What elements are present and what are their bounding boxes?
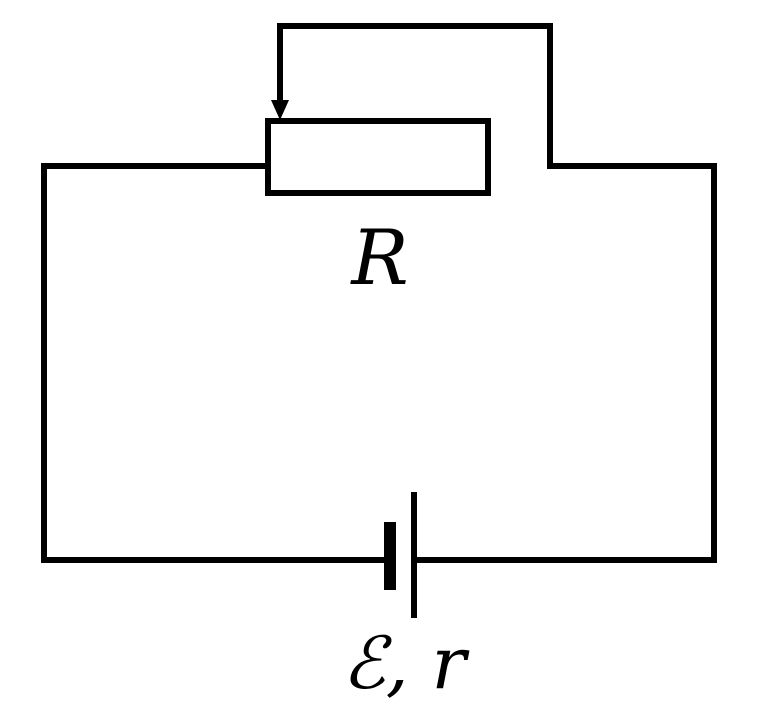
wire-right-loop	[413, 163, 717, 563]
wire-left-loop	[41, 163, 391, 563]
slider-wire	[277, 23, 553, 169]
slider-arrow-icon	[271, 100, 289, 120]
resistor-label: R	[349, 213, 408, 302]
source-label: ℰ, r	[342, 621, 469, 705]
rheostat-resistor	[265, 118, 491, 196]
